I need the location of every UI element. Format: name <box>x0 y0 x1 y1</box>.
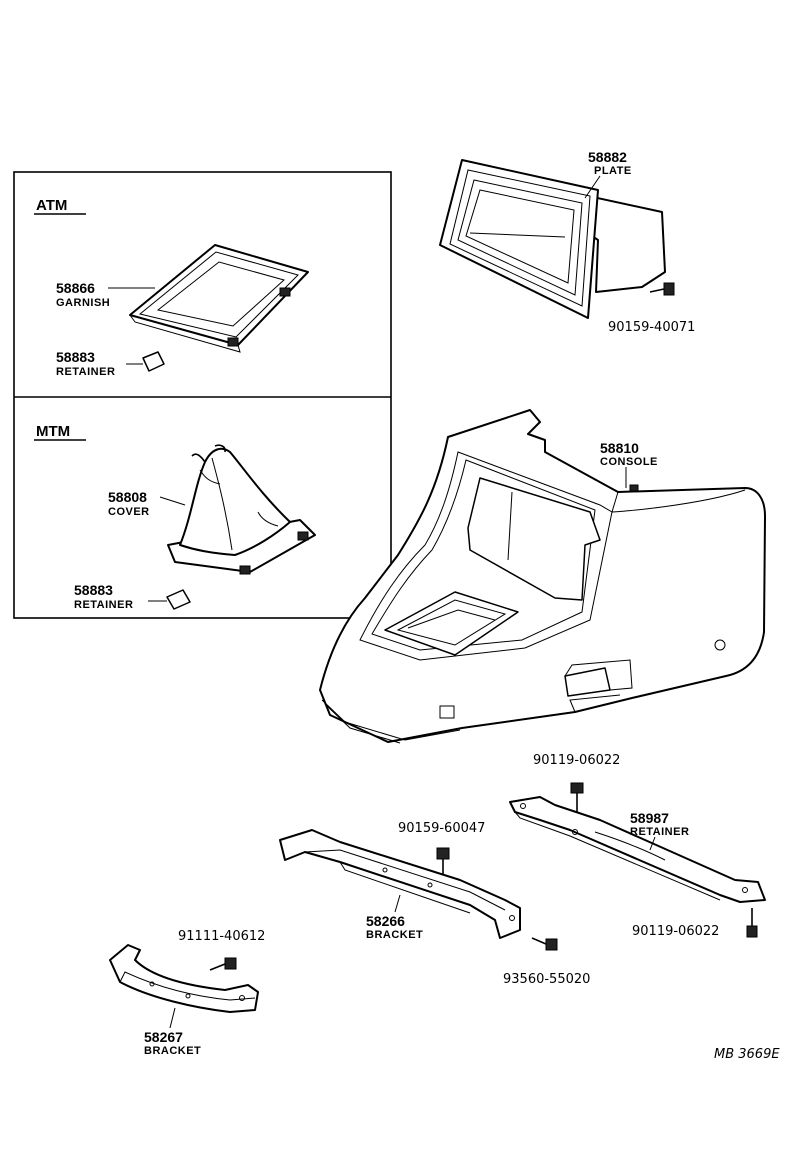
variant-box <box>13 171 392 619</box>
screw-small-bracket-code: 91111-40612 <box>178 929 265 944</box>
retainer-mtm-callout: 58883 RETAINER <box>74 582 167 611</box>
retainer-mtm-part <box>166 589 191 610</box>
bracket-small-name: BRACKET <box>144 1045 201 1057</box>
retainer-rear-number: 58987 <box>630 810 669 826</box>
bolt-retainer-bottom-part <box>746 908 758 938</box>
screw-plate-code: 90159-40071 <box>608 320 695 335</box>
console-name: CONSOLE <box>600 456 658 468</box>
retainer-atm-callout: 58883 RETAINER <box>56 349 143 378</box>
plate-callout: 58882 PLATE <box>584 149 632 199</box>
screw-plate-part <box>649 282 675 296</box>
retainer-rear-callout: 58987 RETAINER <box>630 810 689 851</box>
cover-number: 58808 <box>108 489 147 505</box>
bracket-front-name: BRACKET <box>366 929 423 941</box>
plate-name: PLATE <box>594 165 632 177</box>
atm-label: ATM <box>36 197 67 214</box>
retainer-mtm-name: RETAINER <box>74 599 133 611</box>
screw-small-bracket-part <box>209 957 237 971</box>
bracket-front-callout: 58266 BRACKET <box>366 894 423 941</box>
plate-part <box>439 159 666 319</box>
bracket-front-number: 58266 <box>366 913 405 929</box>
garnish-callout: 58866 GARNISH <box>56 280 155 309</box>
cover-name: COVER <box>108 506 150 518</box>
garnish-part <box>129 244 309 353</box>
screw-bracket-code: 90159-60047 <box>398 821 485 836</box>
cover-callout: 58808 COVER <box>108 489 186 518</box>
bolt-retainer-top-code: 90119-06022 <box>533 753 620 768</box>
atm-section: ATM <box>34 197 86 215</box>
retainer-atm-part <box>142 351 165 372</box>
retainer-atm-name: RETAINER <box>56 366 115 378</box>
mtm-label: MTM <box>36 423 70 440</box>
garnish-number: 58866 <box>56 280 95 296</box>
screw-bracket-end-code: 93560-55020 <box>503 972 590 987</box>
screw-bracket-end-part <box>531 937 558 951</box>
cover-part <box>167 444 316 575</box>
bracket-front-part <box>279 829 521 939</box>
retainer-atm-number: 58883 <box>56 349 95 365</box>
console-part <box>319 409 766 744</box>
retainer-rear-part <box>509 796 766 903</box>
diagram-code: MB 3669E <box>714 1047 780 1062</box>
bolt-retainer-top-part <box>570 782 584 812</box>
bracket-small-part <box>109 944 259 1013</box>
bolt-retainer-bottom-code: 90119-06022 <box>632 924 719 939</box>
console-callout: 58810 CONSOLE <box>600 440 658 488</box>
console-number: 58810 <box>600 440 639 456</box>
mtm-section: MTM <box>34 423 86 441</box>
retainer-rear-name: RETAINER <box>630 826 689 838</box>
retainer-mtm-number: 58883 <box>74 582 113 598</box>
garnish-name: GARNISH <box>56 297 110 309</box>
plate-number: 58882 <box>588 149 627 165</box>
bracket-small-callout: 58267 BRACKET <box>144 1007 201 1057</box>
bracket-small-number: 58267 <box>144 1029 183 1045</box>
